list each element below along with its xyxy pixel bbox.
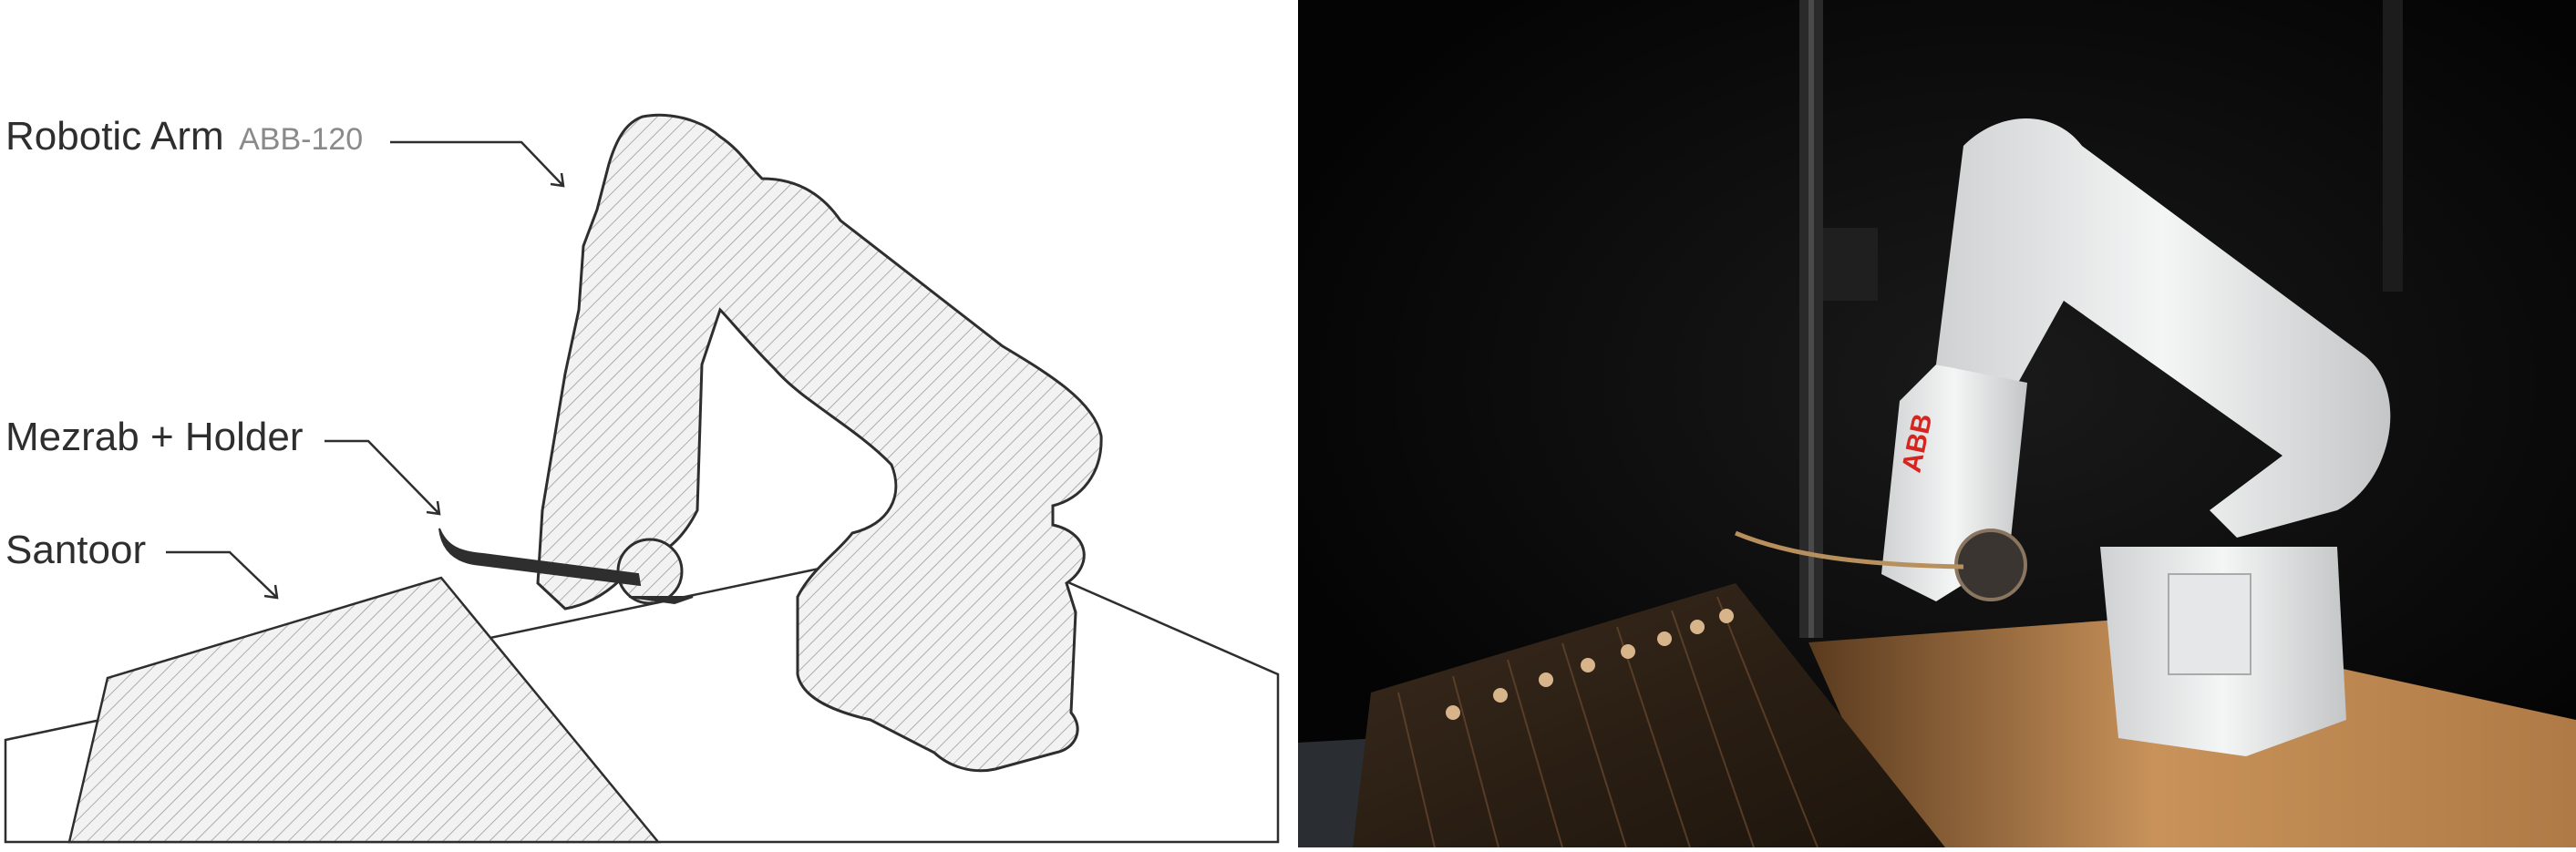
mezrab-leader [325,441,439,514]
photo-panel: ABB [1298,0,2576,847]
robotic-arm-leader [390,142,563,186]
mezrab-label: Mezrab + Holder [5,415,303,459]
photo-svg: ABB [1298,0,2576,847]
santoor-label: Santoor [5,528,146,572]
santoor-leader [166,552,277,598]
diagram-panel: Robotic Arm ABB-120 Mezrab + Holder Sant… [0,0,1298,847]
diagram-svg: Robotic Arm ABB-120 Mezrab + Holder Sant… [0,0,1298,847]
frame-bracket [1823,228,1878,301]
robot-label-plate [2169,574,2251,674]
robotic-arm-label: Robotic Arm ABB-120 [5,114,363,159]
wrist-joint [618,539,682,603]
frame-post-right [2383,0,2403,292]
robot-wrist [1956,530,2025,600]
